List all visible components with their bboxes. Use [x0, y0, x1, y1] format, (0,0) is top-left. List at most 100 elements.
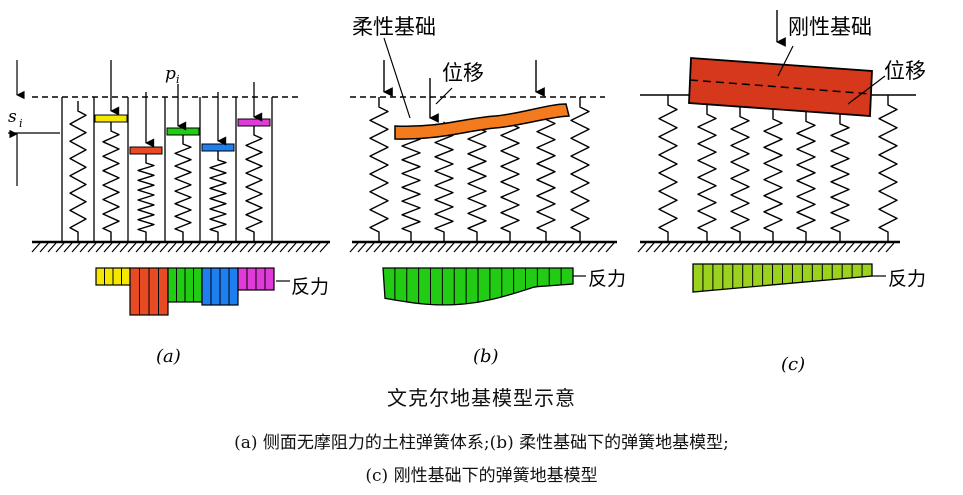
- hatch-stroke: [55, 242, 65, 253]
- hatch-stroke: [167, 242, 177, 253]
- reaction-label-b: 反力: [588, 268, 626, 290]
- spring: [658, 95, 678, 242]
- hatch-stroke: [207, 242, 217, 253]
- hatch-stroke: [223, 242, 233, 253]
- hatch-stroke: [709, 242, 719, 253]
- hatch-stroke: [477, 242, 487, 253]
- hatch-stroke: [319, 242, 329, 253]
- hatch-stroke: [405, 242, 415, 253]
- spring: [697, 104, 717, 242]
- hatch-stroke: [215, 242, 225, 253]
- hatch-stroke: [733, 242, 743, 253]
- hatch-stroke: [557, 242, 567, 253]
- reaction-label-c: 反力: [888, 268, 926, 290]
- hatch-stroke: [255, 242, 265, 253]
- reaction-diagram-b: [382, 267, 586, 306]
- settlement-dimension: s i: [8, 60, 60, 186]
- hatch-stroke: [701, 242, 711, 253]
- hatch-stroke: [485, 242, 495, 253]
- hatch-stroke: [509, 242, 519, 253]
- hatch-stroke: [175, 242, 185, 253]
- figure-caption-line1: (a) 侧面无摩阻力的土柱弹簧体系;(b) 柔性基础下的弹簧地基模型;: [234, 433, 729, 453]
- caption-b: (b): [473, 346, 499, 367]
- ground-hatch-b: [349, 242, 615, 253]
- displacement-leader-c: [847, 75, 886, 105]
- spring: [536, 109, 556, 242]
- hatch-stroke: [749, 242, 759, 253]
- hatch-stroke: [685, 242, 695, 253]
- panel-c: 刚性基础 位移 反力 (c): [637, 10, 926, 375]
- spring: [137, 153, 155, 242]
- hatch-stroke: [725, 242, 735, 253]
- spring: [570, 97, 590, 242]
- hatch-stroke: [263, 242, 273, 253]
- hatch-stroke: [469, 242, 479, 253]
- hatch-stroke: [429, 242, 439, 253]
- hatch-stroke: [797, 242, 807, 253]
- load-plate: [94, 114, 128, 123]
- hatch-stroke: [573, 242, 583, 253]
- figure-caption-line2: (c) 刚性基础下的弹簧地基模型: [365, 466, 598, 486]
- spring: [878, 95, 898, 242]
- hatch-stroke: [813, 242, 823, 253]
- panel-b: 柔性基础 位移 反力 (b): [349, 15, 626, 367]
- hatch-stroke: [597, 242, 607, 253]
- hatch-stroke: [669, 242, 679, 253]
- spring: [830, 113, 850, 242]
- spring: [796, 111, 816, 242]
- reaction-diagram-c: [692, 263, 886, 293]
- hatch-stroke: [271, 242, 281, 253]
- hatch-stroke: [565, 242, 575, 253]
- hatch-stroke: [437, 242, 447, 253]
- hatch-stroke: [453, 242, 463, 253]
- load-plate: [166, 127, 200, 136]
- hatch-stroke: [95, 242, 105, 253]
- hatch-stroke: [365, 242, 375, 253]
- hatch-stroke: [501, 242, 511, 253]
- hatch-stroke: [549, 242, 559, 253]
- hatch-stroke: [829, 242, 839, 253]
- hatch-stroke: [247, 242, 257, 253]
- hatch-stroke: [781, 242, 791, 253]
- pressure-label: p: [165, 64, 176, 84]
- hatch-stroke: [773, 242, 783, 253]
- hatch-stroke: [349, 242, 359, 253]
- hatch-stroke: [757, 242, 767, 253]
- hatch-stroke: [717, 242, 727, 253]
- hatch-stroke: [39, 242, 49, 253]
- displacement-leader-b: [435, 87, 453, 105]
- hatch-stroke: [231, 242, 241, 253]
- ground-hatch-a: [31, 242, 329, 253]
- hatch-stroke: [741, 242, 751, 253]
- hatch-stroke: [445, 242, 455, 253]
- spring: [369, 97, 389, 242]
- hatch-stroke: [821, 242, 831, 253]
- hatch-stroke: [119, 242, 129, 253]
- foundation-leader-b: [383, 37, 411, 119]
- caption-c: (c): [781, 354, 805, 375]
- hatch-stroke: [71, 242, 81, 253]
- spring: [434, 121, 454, 242]
- caption-a: (a): [156, 346, 181, 367]
- hatch-stroke: [853, 242, 863, 253]
- hatch-stroke: [159, 242, 169, 253]
- hatch-stroke: [87, 242, 97, 253]
- spring: [174, 134, 192, 242]
- hatch-stroke: [357, 242, 367, 253]
- flexible-foundation: [394, 103, 570, 140]
- hatch-stroke: [111, 242, 121, 253]
- hatch-stroke: [381, 242, 391, 253]
- load-plate: [201, 143, 235, 152]
- hatch-stroke: [589, 242, 599, 253]
- hatch-stroke: [303, 242, 313, 253]
- hatch-stroke: [413, 242, 423, 253]
- spring: [245, 125, 263, 242]
- diagram-canvas: s i p i 反力 (a) 柔性基础 位移 反力: [8, 10, 926, 375]
- hatch-stroke: [493, 242, 503, 253]
- hatch-stroke: [421, 242, 431, 253]
- hatch-stroke: [127, 242, 137, 253]
- hatch-stroke: [199, 242, 209, 253]
- hatch-stroke: [191, 242, 201, 253]
- hatch-stroke: [311, 242, 321, 253]
